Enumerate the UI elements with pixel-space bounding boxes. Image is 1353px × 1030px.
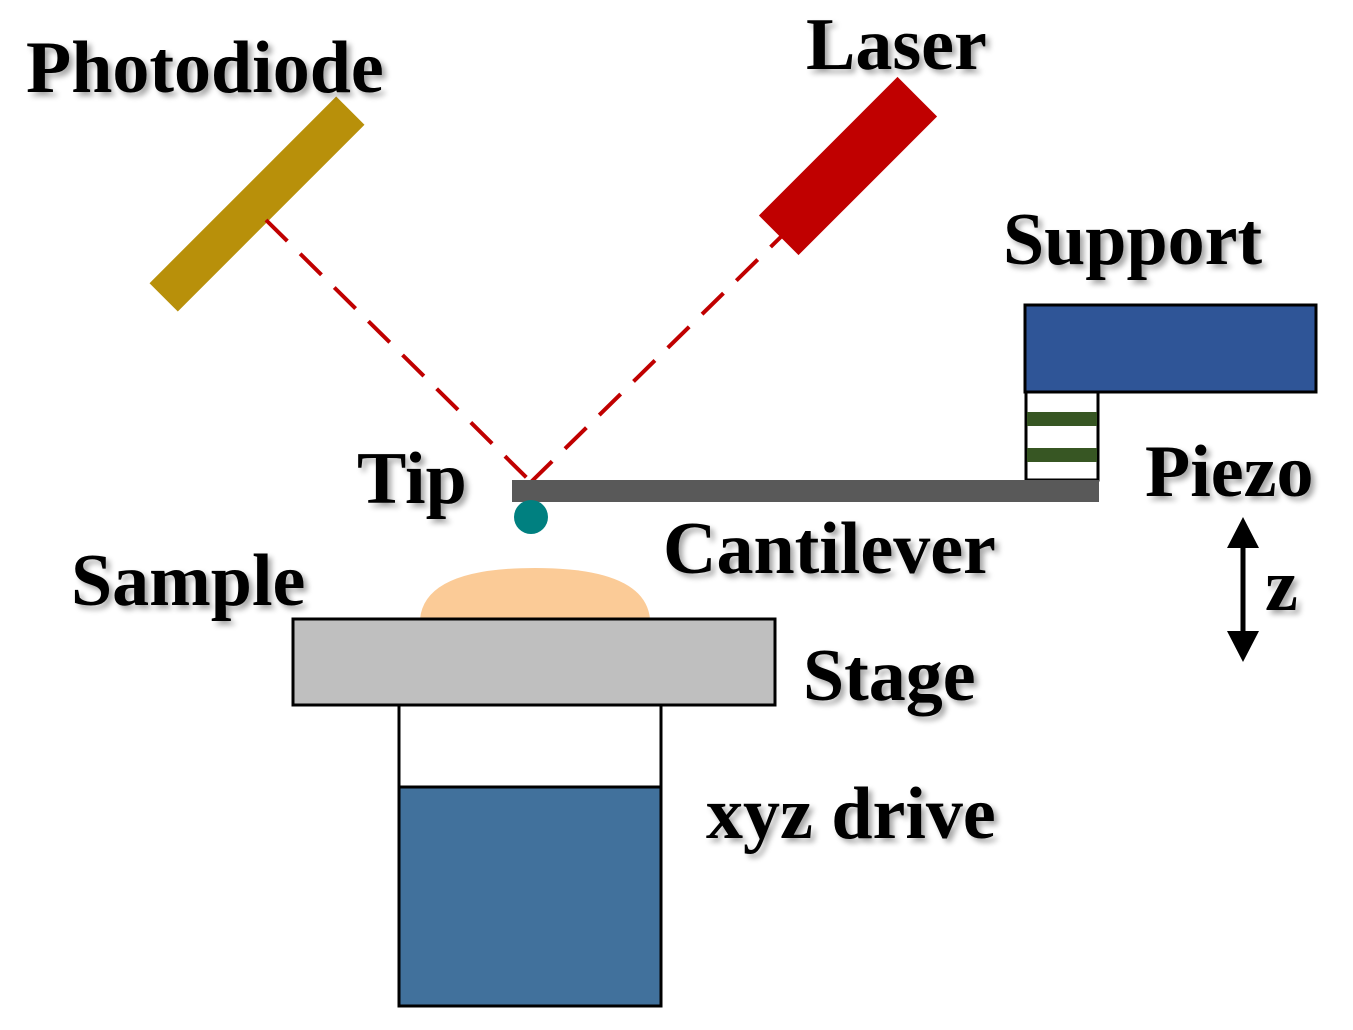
laser-shape xyxy=(758,76,938,256)
photodiode-shape xyxy=(149,96,365,312)
label-tip: Tip xyxy=(357,438,467,520)
beam-photodiode-to-tip xyxy=(264,218,533,484)
drive-neck-shape xyxy=(397,703,663,789)
xyz-drive-shape xyxy=(397,785,663,1008)
label-z-axis: z xyxy=(1265,545,1298,627)
piezo-stack xyxy=(1024,390,1100,482)
tip-shape xyxy=(514,500,548,534)
sample-shape xyxy=(420,568,650,619)
label-xyz-drive: xyz drive xyxy=(706,773,996,855)
label-stage: Stage xyxy=(803,635,976,717)
support-shape xyxy=(1023,303,1318,394)
double-arrow-vertical-icon xyxy=(1227,517,1259,662)
label-laser: Laser xyxy=(806,4,987,86)
label-cantilever: Cantilever xyxy=(663,508,996,590)
stage-shape xyxy=(291,617,777,707)
cantilever-shape xyxy=(512,480,1099,502)
beam-laser-to-tip xyxy=(529,224,794,484)
label-photodiode: Photodiode xyxy=(26,27,384,109)
label-support: Support xyxy=(1003,199,1262,281)
label-sample: Sample xyxy=(71,540,305,622)
label-piezo: Piezo xyxy=(1145,431,1313,513)
